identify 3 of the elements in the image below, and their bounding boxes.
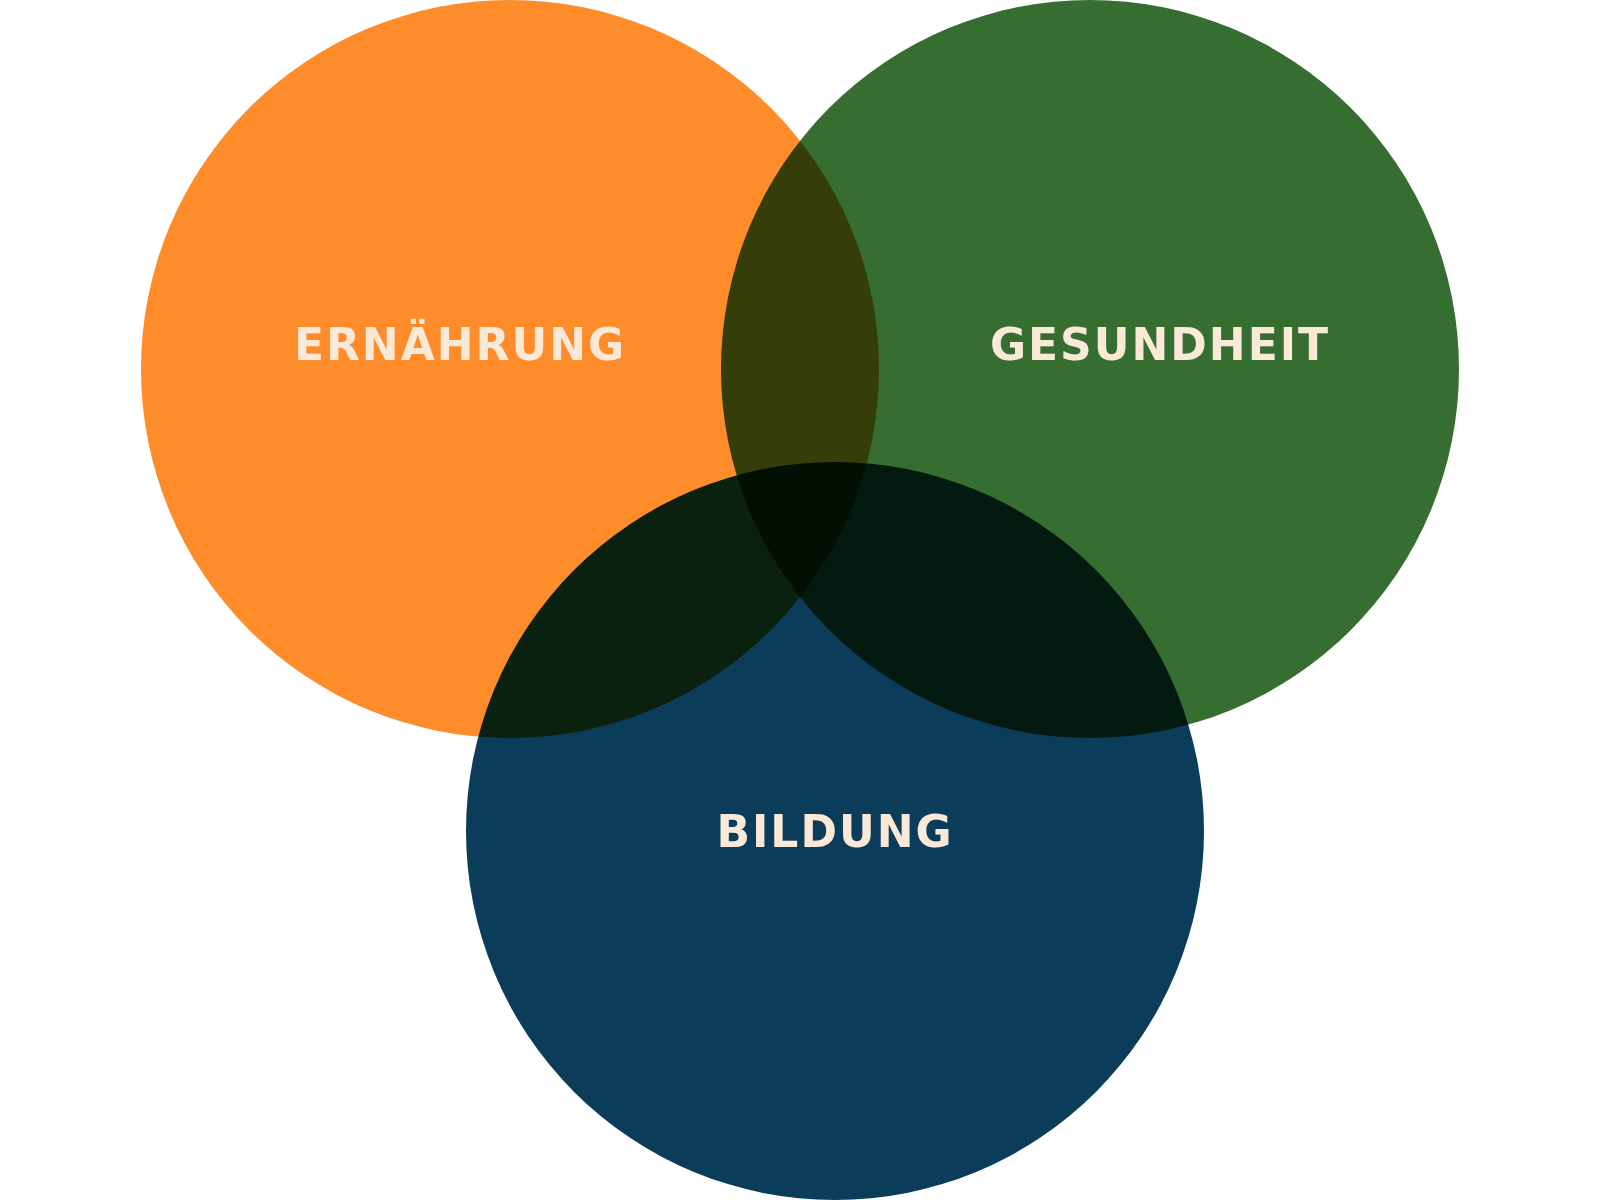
circle-label: BILDUNG xyxy=(716,805,954,857)
circle-label: GESUNDHEIT xyxy=(989,318,1331,370)
circle-label: ERNÄHRUNG xyxy=(293,318,627,370)
